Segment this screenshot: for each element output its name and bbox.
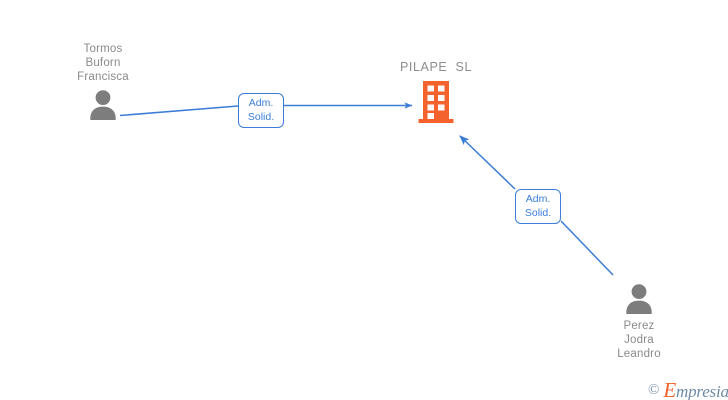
edge-line-perez-upper (459, 135, 516, 190)
person-name-label: Tormos Buforn Francisca (77, 43, 129, 83)
edge-label-adm-solid-1[interactable]: Adm. Solid. (238, 93, 284, 128)
brand-remainder: mpresia (676, 382, 728, 400)
person-name-label: Perez Jodra Leandro (617, 320, 661, 360)
edge-line-perez-lower (560, 220, 614, 276)
empresia-watermark: © Empresia (648, 378, 728, 400)
brand-wordmark: Empresia (663, 378, 728, 400)
person-node-perez-jodra-leandro[interactable]: Perez Jodra Leandro (578, 283, 700, 361)
edge-label-adm-solid-2[interactable]: Adm. Solid. (515, 189, 561, 224)
person-icon (90, 90, 116, 120)
building-icon (418, 81, 454, 123)
copyright-icon: © (648, 382, 660, 398)
company-name-label: PILAPE SL (399, 60, 472, 74)
person-icon (626, 284, 652, 314)
brand-initial: E (663, 378, 677, 400)
person-node-tormos-buforn-francisca[interactable]: Tormos Buforn Francisca (42, 42, 164, 120)
company-node-pilape-sl[interactable]: PILAPE SL (378, 60, 494, 123)
